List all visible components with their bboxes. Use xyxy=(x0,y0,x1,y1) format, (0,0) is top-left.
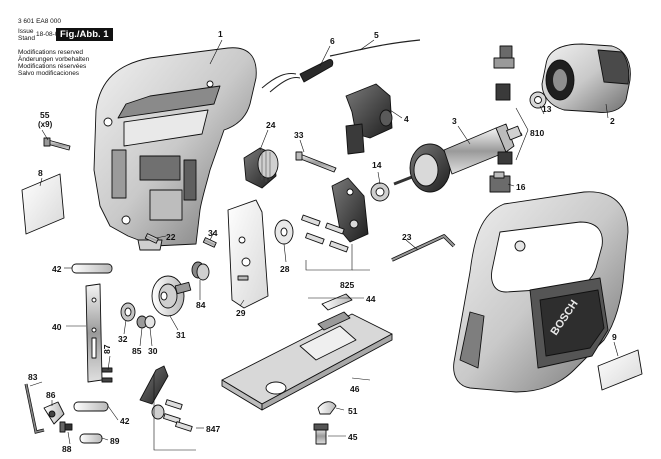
callout-85: 85 xyxy=(132,346,142,356)
power-cord xyxy=(261,39,421,93)
callout-22: 22 xyxy=(166,232,176,242)
note-es: Salvo modificaciones xyxy=(18,70,80,77)
callout-87: 87 xyxy=(102,344,112,354)
issue-label: Issue xyxy=(18,28,34,35)
screws-87 xyxy=(101,367,113,383)
callout-88: 88 xyxy=(62,444,72,454)
callout-1: 1 xyxy=(218,29,223,39)
callout-46: 46 xyxy=(350,384,360,394)
callout-31: 31 xyxy=(176,330,186,340)
bushing-84 xyxy=(191,261,210,281)
blade-clamp-847 xyxy=(139,365,193,432)
screw-88 xyxy=(59,421,73,433)
plunger-rod-40 xyxy=(85,283,103,383)
issue-date: 18-08-08 xyxy=(36,31,63,38)
callout-55: 55 xyxy=(40,110,50,120)
callout-55-qty: (x9) xyxy=(38,120,53,129)
clamp-44 xyxy=(321,293,353,311)
callout-29: 29 xyxy=(236,308,246,318)
callout-51: 51 xyxy=(348,406,358,416)
gear-wheel-31 xyxy=(151,275,192,317)
base-plate-46 xyxy=(221,311,393,411)
callout-30: 30 xyxy=(148,346,158,356)
armature xyxy=(393,123,523,193)
callout-45: 45 xyxy=(348,432,358,442)
pad-89 xyxy=(79,433,103,444)
bearings xyxy=(370,91,547,202)
callout-2: 2 xyxy=(610,116,615,126)
callout-42-bottom: 42 xyxy=(120,416,130,426)
clip-51 xyxy=(317,401,337,415)
callout-24: 24 xyxy=(266,120,276,130)
callout-6: 6 xyxy=(330,36,335,46)
callout-89: 89 xyxy=(110,436,120,446)
figure-label: Fig./Abb. 1 xyxy=(56,28,113,41)
callout-84: 84 xyxy=(196,300,206,310)
callout-16: 16 xyxy=(516,182,526,192)
gear-24 xyxy=(243,147,279,189)
washer-28 xyxy=(274,219,294,245)
callout-9: 9 xyxy=(612,332,617,342)
housing-half-right: BOSCH xyxy=(453,191,629,393)
callout-14: 14 xyxy=(372,160,382,170)
part-number: 3 601 EA8 000 xyxy=(18,18,62,25)
bracket-825 xyxy=(301,177,369,253)
roller-32 xyxy=(120,302,136,322)
screw-45 xyxy=(313,423,329,445)
motor-housing-sleeve xyxy=(541,43,631,113)
callout-810: 810 xyxy=(530,128,544,138)
callout-825: 825 xyxy=(340,280,354,290)
callout-23: 23 xyxy=(402,232,412,242)
label-sheet-8 xyxy=(21,173,65,235)
callout-33: 33 xyxy=(294,130,304,140)
callout-13: 13 xyxy=(542,104,552,114)
callout-40: 40 xyxy=(52,322,62,332)
hex-key-83 xyxy=(24,383,45,434)
note-de: Änderungen vorbehalten xyxy=(18,56,90,63)
callout-8: 8 xyxy=(38,168,43,178)
brush-holder-parts xyxy=(489,45,515,193)
note-en: Modifications reserved xyxy=(18,49,84,56)
callout-83: 83 xyxy=(28,372,38,382)
callout-32: 32 xyxy=(118,334,128,344)
callout-28: 28 xyxy=(280,264,290,274)
guide-42-bottom xyxy=(73,401,109,412)
screw-33 xyxy=(295,151,337,173)
washers-85-30 xyxy=(136,315,156,329)
label-sheet-9 xyxy=(597,349,643,391)
switch xyxy=(345,83,393,155)
note-fr: Modifications réservées xyxy=(18,63,87,70)
hex-key xyxy=(391,234,456,262)
pin-34 xyxy=(202,237,217,248)
callout-4: 4 xyxy=(404,114,409,124)
guide-42-top xyxy=(71,263,113,274)
callout-34: 34 xyxy=(208,228,218,238)
housing-half-left xyxy=(93,47,257,251)
plunger-plate xyxy=(227,199,269,309)
stand-label: Stand xyxy=(18,35,35,42)
callout-847: 847 xyxy=(206,424,220,434)
leader-lines xyxy=(29,39,619,451)
roller-86 xyxy=(43,401,65,425)
callout-labels: 1 2 3 4 5 6 8 9 13 14 16 22 23 24 28 29 … xyxy=(28,29,617,454)
pin-22 xyxy=(144,233,159,244)
callout-42-top: 42 xyxy=(52,264,62,274)
callout-3: 3 xyxy=(452,116,457,126)
callout-44: 44 xyxy=(366,294,376,304)
callout-86: 86 xyxy=(46,390,56,400)
callout-5: 5 xyxy=(374,30,379,40)
